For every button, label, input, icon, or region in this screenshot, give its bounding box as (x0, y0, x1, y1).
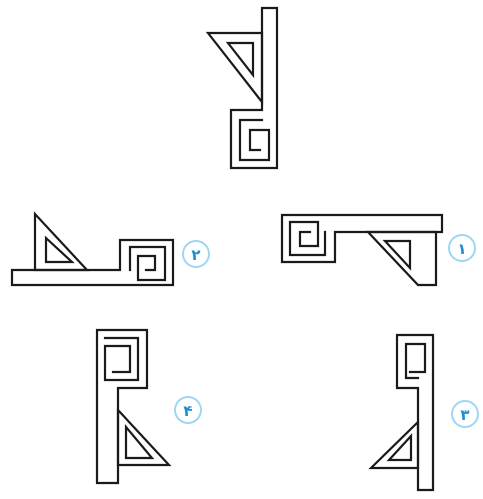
option-3-figure (371, 335, 433, 490)
option-4-triangle (118, 410, 169, 465)
option-2-triangle (35, 214, 87, 270)
option-1-triangle (368, 232, 436, 285)
reference-figure (208, 8, 277, 168)
option-3-triangle (371, 422, 418, 468)
option-2-badge[interactable]: ۲ (183, 241, 209, 267)
reference-triangle (208, 33, 262, 102)
option-4-label: ۴ (183, 402, 192, 420)
option-3-badge[interactable]: ۳ (452, 401, 478, 427)
option-2-figure (12, 214, 173, 285)
option-4-badge[interactable]: ۴ (175, 397, 201, 423)
option-2-spiral (130, 247, 165, 280)
option-3-spiral (406, 344, 425, 378)
option-4-figure (97, 330, 169, 483)
option-3-outline (397, 335, 433, 490)
option-1-label: ۱ (457, 240, 466, 258)
option-1-spiral (290, 222, 325, 255)
reference-spiral (240, 120, 269, 160)
option-2-label: ۲ (191, 246, 200, 264)
option-4-spiral (105, 338, 138, 380)
option-3-label: ۳ (460, 406, 469, 424)
option-1-figure (282, 215, 442, 285)
option-1-badge[interactable]: ۱ (449, 235, 475, 261)
